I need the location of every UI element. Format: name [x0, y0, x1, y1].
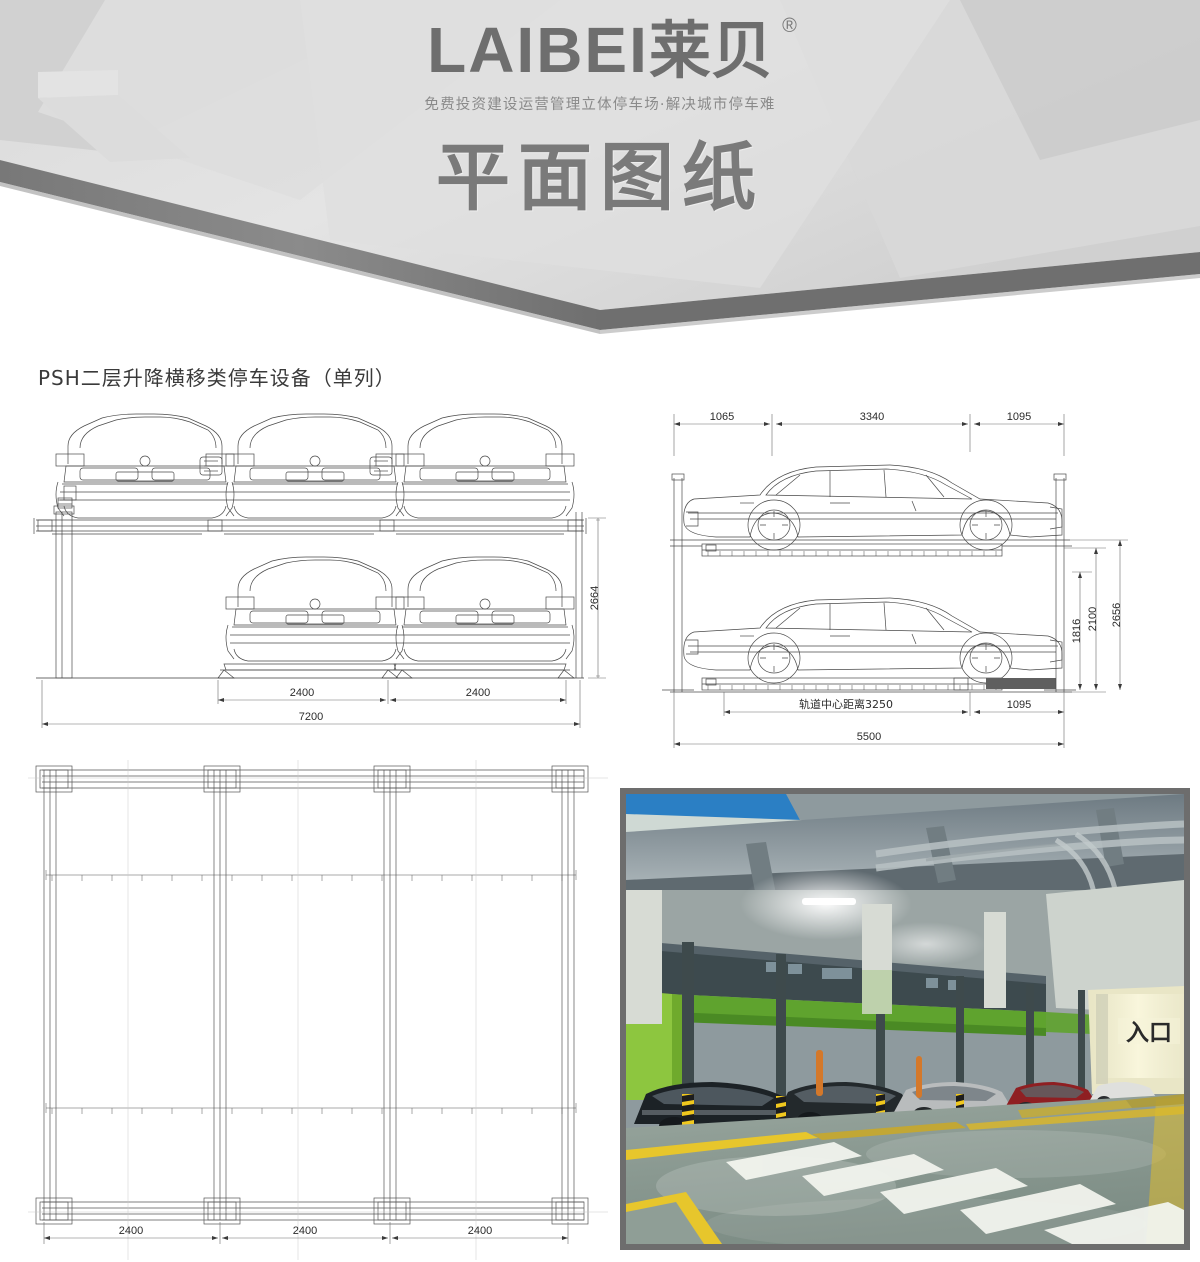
- upper-platform: [33, 518, 587, 535]
- front-dim-bay-left: 2400: [290, 687, 314, 699]
- lower-level-cars: [225, 556, 575, 662]
- upper-pallet: [670, 539, 1072, 557]
- upper-car-side: [683, 464, 1063, 551]
- plan-dim-bay-2: 2400: [293, 1225, 317, 1237]
- lower-pallet: [670, 677, 1072, 693]
- side-dim-v-inner: 1816: [1071, 619, 1083, 643]
- page-title: 平面图纸: [436, 135, 764, 221]
- left-column: [53, 485, 77, 679]
- drive-units-upper: [199, 456, 393, 476]
- entrance-sign-text: 入口: [1126, 1020, 1172, 1046]
- side-dim-rail-center: 轨道中心距离3250: [799, 697, 893, 711]
- plan-dimension-lines: [43, 1222, 569, 1244]
- parked-cars: [634, 1082, 1158, 1137]
- front-dim-total-height: 2664: [589, 586, 601, 610]
- side-elevation-panel: 1065 3340 1095 轨道中心距离3250 1095 5500 1816…: [660, 400, 1180, 760]
- crosswalk-stripes: [726, 1142, 1184, 1244]
- banner-3d-shape: [0, 0, 1200, 334]
- plan-grid-lines: [28, 760, 608, 1260]
- plan-dim-bay-1: 2400: [119, 1225, 143, 1237]
- side-columns: [662, 473, 1076, 692]
- plan-view-drawing: 2400 2400 2400: [28, 760, 608, 1260]
- front-dim-bay-right: 2400: [466, 687, 490, 699]
- side-dim-top-left: 1065: [710, 411, 734, 423]
- parking-garage-photo: 入口: [620, 788, 1190, 1250]
- side-elevation-drawing: 1065 3340 1095 轨道中心距离3250 1095 5500 1816…: [662, 411, 1128, 748]
- upper-level-cars: [55, 413, 575, 519]
- front-dimension-arrows: [42, 698, 580, 726]
- equipment-model-title: PSH二层升降横移类停车设备（单列）: [38, 366, 396, 390]
- side-dim-bottom-total: 5500: [857, 731, 881, 743]
- side-dim-bottom-right: 1095: [1007, 699, 1031, 711]
- front-elevation-drawing: 2400 2400 7200 2664: [33, 413, 606, 728]
- side-dim-v-mid: 2100: [1087, 607, 1099, 631]
- brand-tagline: 免费投资建设运营管理立体停车场·解决城市停车难: [424, 97, 776, 113]
- plan-dimension-arrows: [44, 1236, 568, 1240]
- side-dim-v-outer: 2656: [1111, 603, 1123, 627]
- garage-photo-illustration: 入口: [626, 794, 1184, 1244]
- header-banner: LAIBEI莱贝® 免费投资建设运营管理立体停车场·解决城市停车难 平面图纸: [0, 0, 1200, 340]
- side-dimension-arrows: [674, 422, 1122, 746]
- plan-dim-bay-3: 2400: [468, 1225, 492, 1237]
- right-column: [575, 512, 583, 678]
- lower-platform: [217, 663, 575, 679]
- front-dim-total-width: 7200: [299, 711, 323, 723]
- hazard-guards: [682, 1094, 964, 1128]
- side-dim-top-right: 1095: [1007, 411, 1031, 423]
- front-elevation-panel: 2400 2400 7200 2664: [28, 400, 608, 760]
- front-dimension-lines: [41, 517, 606, 728]
- lower-car-side: [683, 597, 1063, 684]
- side-dimension-lines: [673, 414, 1128, 748]
- plan-view-panel: 2400 2400 2400: [28, 760, 608, 1260]
- side-dim-top-mid: 3340: [860, 411, 884, 423]
